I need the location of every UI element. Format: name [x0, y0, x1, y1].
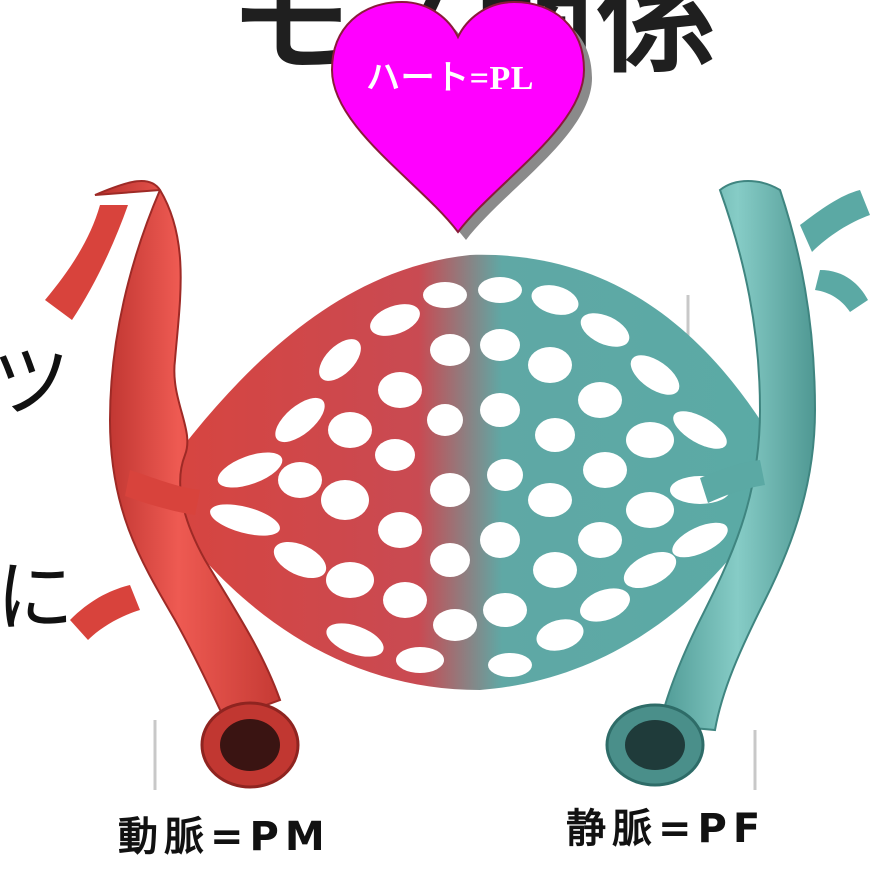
heart-icon [330, 0, 592, 240]
vein-vessel-icon [605, 180, 870, 787]
artery-vessel-icon [45, 179, 300, 789]
heart-label: ハート=PL [366, 60, 534, 97]
heart-badge: ハート=PL [318, 0, 598, 240]
capillary-network-icon [150, 254, 790, 690]
cropped-side-text-2: に [0, 553, 75, 643]
vein-caption: 静脈=PF [566, 806, 767, 852]
artery-caption: 動脈=PM [118, 814, 331, 860]
cropped-side-text-1: ツ [0, 338, 71, 428]
